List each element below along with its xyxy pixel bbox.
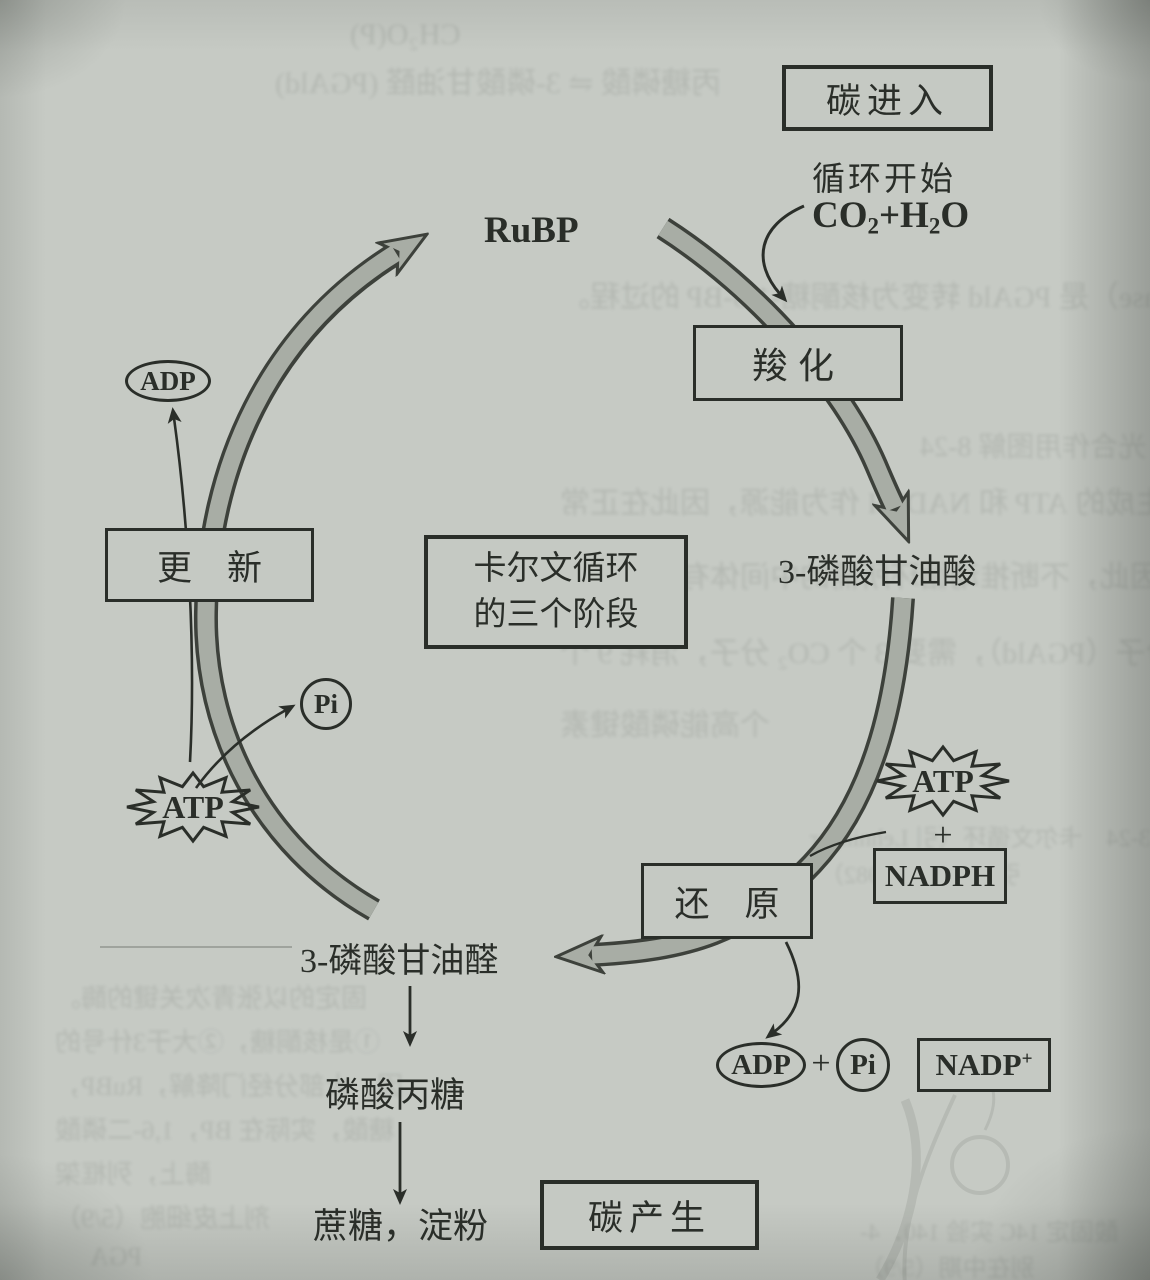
nadp-box: NADP+ [917, 1038, 1051, 1092]
adp-label: ADP [140, 365, 196, 396]
bleedthrough-sketch [876, 1059, 1010, 1280]
cycle-start-label: 循环开始 [812, 162, 956, 198]
rubp-label: RuBP [484, 209, 579, 251]
co2-subscript: 2 [867, 213, 879, 239]
arrow-co2-entry [761, 204, 805, 303]
nadp-label: NADP+ [935, 1047, 1033, 1082]
carbon-entry-label: 碳进入 [825, 81, 949, 121]
plus-sign-bottom: + [811, 1045, 831, 1082]
calvin-stages-box: 卡尔文循环 的三个阶段 [424, 535, 688, 649]
pga-label: 3-磷酸甘油酸 [778, 553, 977, 591]
pgald-label: 3-磷酸甘油醛 [300, 942, 499, 980]
regeneration-box: 更 新 [105, 528, 314, 602]
pi-circle-bottom: Pi [836, 1038, 890, 1092]
atp-label-right: ATP [912, 762, 974, 799]
cycle-arc-left [193, 252, 398, 921]
adp-oval-left: ADP [125, 360, 211, 402]
reduction-box: 还 原 [641, 863, 813, 939]
carbon-entry-box: 碳进入 [782, 65, 993, 131]
pi-label: Pi [850, 1048, 876, 1081]
pi-label: Pi [314, 688, 338, 719]
adp-label: ADP [731, 1048, 791, 1081]
carbon-output-label: 碳产生 [587, 1198, 711, 1238]
reduction-label: 还 原 [674, 884, 780, 924]
co2-h2o-label: CO2+H2O [812, 195, 970, 239]
regeneration-label: 更 新 [156, 548, 262, 588]
h2o-subscript: 2 [928, 213, 941, 239]
adp-oval-bottom: ADP [716, 1042, 806, 1088]
plus-sign-right: + [933, 817, 953, 854]
products-label: 蔗糖，淀粉 [313, 1206, 489, 1246]
atp-label-left: ATP [162, 788, 224, 825]
pi-circle-left: Pi [300, 678, 352, 730]
nadph-box: NADPH [873, 848, 1007, 904]
carboxylation-box: 羧化 [693, 325, 903, 401]
arrow-to-pi-left [194, 704, 296, 789]
carboxylation-label: 羧化 [751, 346, 844, 386]
triose-phosphate-label: 磷酸丙糖 [325, 1075, 466, 1115]
line-nadph-to-cycle [809, 830, 887, 858]
arrow-reduction-to-adp [765, 941, 801, 1039]
carbon-output-box: 碳产生 [540, 1180, 759, 1250]
nadph-label: NADPH [884, 858, 996, 893]
cycle-arc-right-upper [656, 217, 896, 510]
nadp-plus-superscript: + [1021, 1048, 1033, 1070]
calvin-stages-line2: 的三个阶段 [473, 597, 639, 633]
calvin-stages-line1: 卡尔文循环 [473, 550, 639, 587]
